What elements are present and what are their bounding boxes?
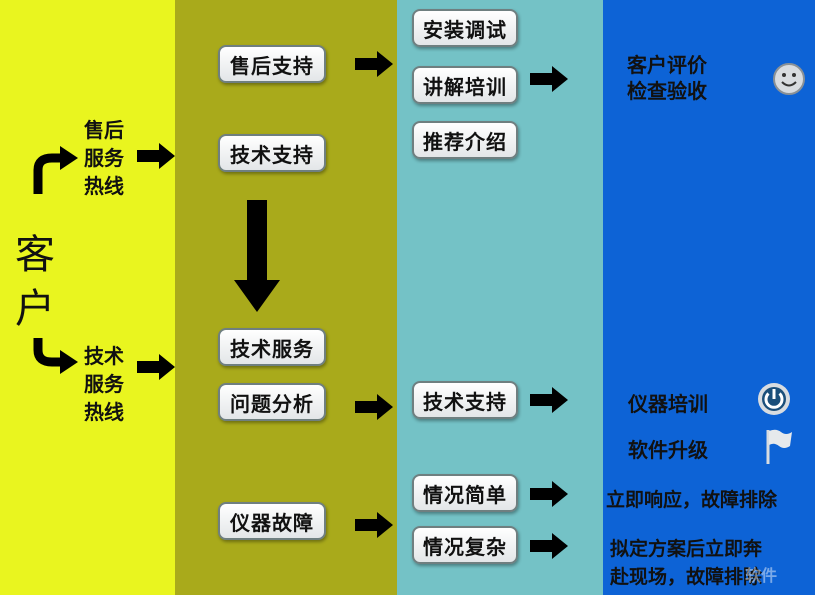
arrow-right-icon [355,512,393,538]
tech-hotline-line1: 技术 [84,344,124,368]
problem-analysis-box: 问题分析 [218,383,326,421]
tech-support-action-box: 技术支持 [412,381,518,419]
evaluation-line2: 检查验收 [627,79,707,103]
customer-label-line2: 户 [15,286,55,332]
curved-arrow-down-icon [33,338,78,374]
arrow-down-icon [234,200,280,312]
arrow-right-icon [355,51,393,77]
arrow-right-icon [530,533,568,559]
customer-label-line1: 客 [15,232,55,278]
customer-label: 客 户 [10,228,60,336]
column-support-type [175,0,397,595]
plan-text: 拟定方案后立即奔 赴现场，故障排除 [610,535,762,591]
recommend-box: 推荐介绍 [412,121,518,159]
plan-line1: 拟定方案后立即奔 [610,538,763,560]
curved-arrow-up-icon [33,146,78,194]
after-sales-hotline-line1: 售后 [84,118,124,142]
arrow-right-icon [137,143,175,169]
flag-icon [766,429,792,464]
plan-line2: 赴现场，故障排除 [610,566,763,588]
software-upgrade-text: 软件升级 [628,438,708,462]
tech-support-box: 技术支持 [218,134,326,172]
arrow-right-icon [137,354,175,380]
watermark: 软件 [745,566,778,585]
after-sales-hotline-label: 售后 服务 热线 [80,116,128,200]
install-debug-box: 安装调试 [412,9,518,47]
tech-hotline-line3: 热线 [84,400,124,424]
evaluation-line1: 客户评价 [627,53,707,77]
arrow-right-icon [355,394,393,420]
arrow-right-icon [530,66,568,92]
column-customer [0,0,175,595]
tech-hotline-line2: 服务 [84,372,124,396]
simple-case-box: 情况简单 [412,474,518,512]
instrument-training-text: 仪器培训 [628,392,708,416]
after-sales-hotline-line3: 热线 [84,174,124,198]
instrument-fault-box: 仪器故障 [218,502,326,540]
after-sales-support-box: 售后支持 [218,45,326,83]
column-result [603,0,815,595]
after-sales-hotline-line2: 服务 [84,146,124,170]
arrow-right-icon [530,481,568,507]
arrow-right-icon [530,387,568,413]
tech-service-box: 技术服务 [218,328,326,366]
tech-hotline-label: 技术 服务 热线 [80,342,128,426]
power-icon [758,383,790,415]
evaluation-text: 客户评价 检查验收 [627,52,707,104]
smiley-icon [773,63,805,95]
complex-case-box: 情况复杂 [412,526,518,564]
explain-train-box: 讲解培训 [412,66,518,104]
respond-text: 立即响应，故障排除 [606,489,778,511]
